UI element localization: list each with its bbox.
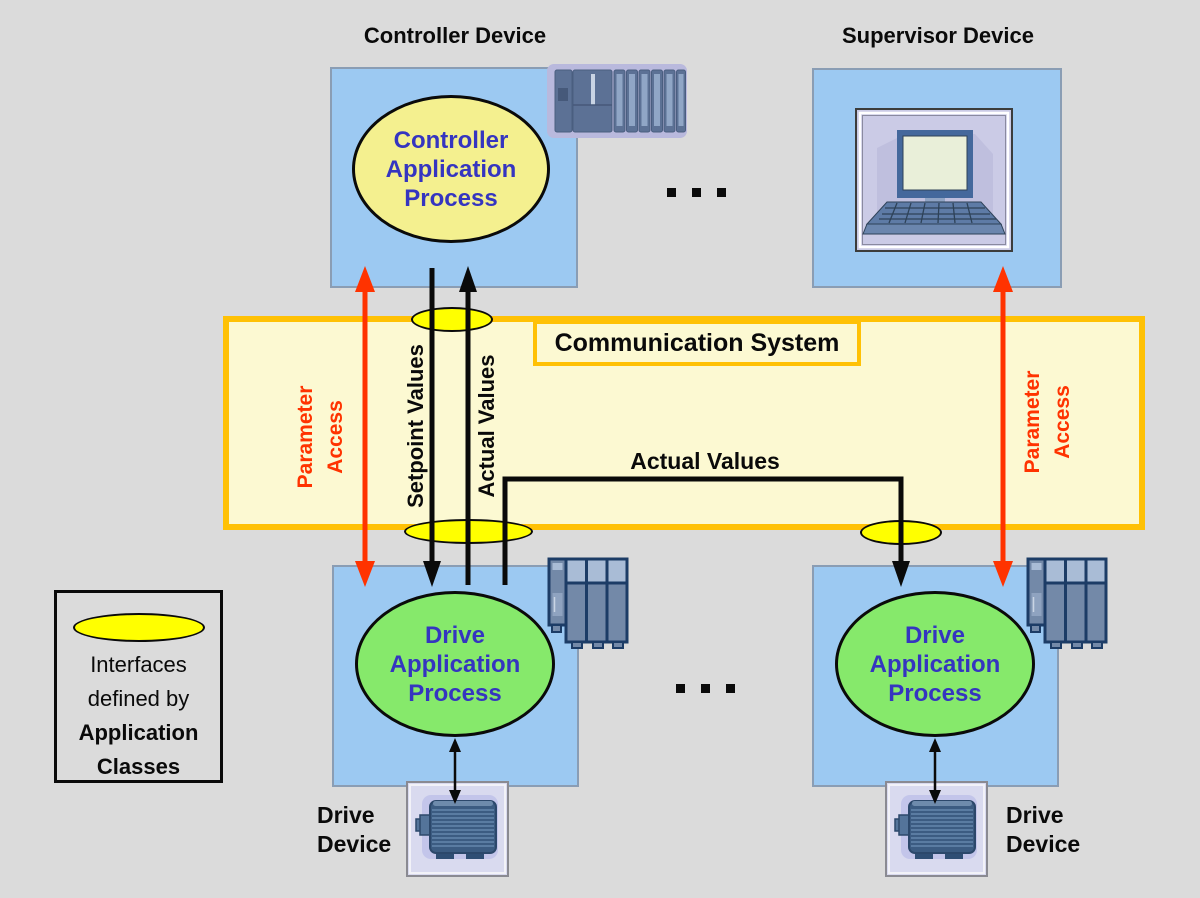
motor-icon-left — [406, 781, 509, 877]
dot-icon — [667, 188, 676, 197]
communication-system-title: Communication System — [533, 320, 861, 366]
dot-icon — [726, 684, 735, 693]
ellipsis-dots-top — [667, 188, 726, 197]
interface-ellipse-top — [411, 307, 493, 332]
legend-text-2: defined by — [87, 686, 190, 711]
ellipsis-dots-bottom — [676, 684, 735, 693]
motor-icon-right — [885, 781, 988, 877]
interface-ellipse-bottom-left — [404, 519, 533, 544]
laptop-icon — [855, 108, 1013, 252]
dot-icon — [717, 188, 726, 197]
legend-text-1: Interfaces — [90, 652, 187, 677]
drive-device-label-right: Drive Device — [1006, 802, 1081, 857]
dot-icon — [692, 188, 701, 197]
drive-application-process-label-left: Drive Application Process — [389, 621, 521, 707]
dot-icon — [701, 684, 710, 693]
drive-module-icon-right — [1026, 557, 1108, 649]
legend-text-3: Application — [78, 720, 199, 745]
controller-application-process-label: Controller Application Process — [385, 126, 517, 212]
legend-interface-ellipse — [73, 613, 205, 642]
parameter-access-label-right: Parameter Access — [1021, 370, 1074, 474]
drive-application-process-ellipse-left: Drive Application Process — [355, 591, 555, 737]
legend-text-4: Classes — [96, 754, 181, 779]
supervisor-device-label: Supervisor Device — [842, 23, 1034, 48]
setpoint-values-label: Setpoint Values — [403, 344, 428, 508]
drive-module-icon-left — [547, 557, 629, 649]
legend-box: Interfaces defined by Application Classe… — [54, 590, 223, 783]
drive-application-process-ellipse-right: Drive Application Process — [835, 591, 1035, 737]
drive-application-process-label-right: Drive Application Process — [869, 621, 1001, 707]
controller-device-label: Controller Device — [363, 23, 547, 48]
dot-icon — [676, 684, 685, 693]
drive-device-label-left: Drive Device — [317, 802, 392, 857]
actual-values-label-vertical: Actual Values — [474, 354, 499, 498]
controller-application-process-ellipse: Controller Application Process — [352, 95, 550, 243]
actual-values-label-horizontal: Actual Values — [630, 448, 780, 474]
parameter-access-label-left: Parameter Access — [294, 385, 347, 489]
interface-ellipse-bottom-right — [860, 520, 942, 545]
plc-rack-icon — [547, 64, 687, 138]
